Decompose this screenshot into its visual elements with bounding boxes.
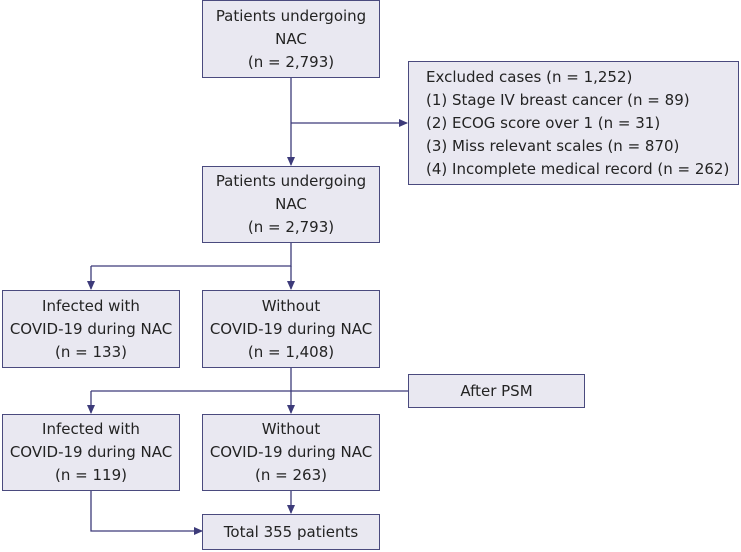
box-text-line: (n = 263) [255,466,327,484]
box-text-line: Without [261,296,321,315]
box-text-line: COVID-19 during NAC [209,319,373,338]
box-after-psm: After PSM [408,374,585,408]
box-text-line: Infected with [42,420,140,438]
box-text-line: Without [261,420,321,438]
box-text-line: (n = 2,793) [247,218,335,236]
box-text-line: (n = 2,793) [247,52,335,71]
box-text-line: Excluded cases (n = 1,252) [426,67,633,86]
box-text-line: (n = 133) [55,342,127,361]
box-infected-after-psm: Infected with COVID-19 during NAC (n = 1… [2,414,180,491]
edge-eligible-split [91,243,292,267]
box-infected-before-psm: Infected with COVID-19 during NAC (n = 1… [2,290,180,368]
box-patients-undergoing-nac: Patients undergoing NAC (n = 2,793) [202,0,380,78]
box-text-line: Infected with [42,296,140,315]
box-text-line: (n = 1,408) [247,342,335,361]
edge-infected-post-to-total [90,491,203,535]
box-text-line: After PSM [460,381,533,400]
box-text-line: Total 355 patients [223,522,359,541]
box-text-line: Patients undergoing [215,172,367,190]
box-text-line: (4) Incomplete medical record (n = 262) [426,159,730,178]
box-without-after-psm: Without COVID-19 during NAC (n = 263) [202,414,380,491]
box-text-line: (1) Stage IV breast cancer (n = 89) [426,90,690,109]
box-without-before-psm: Without COVID-19 during NAC (n = 1,408) [202,290,380,368]
box-text-line: COVID-19 during NAC [209,443,373,461]
box-text-line: Patients undergoing [215,6,367,25]
box-eligible-patients: Patients undergoing NAC (n = 2,793) [202,166,380,243]
box-text-line: COVID-19 during NAC [9,443,173,461]
box-excluded-cases: Excluded cases (n = 1,252) (1) Stage IV … [408,61,739,185]
box-text-line: (3) Miss relevant scales (n = 870) [426,136,680,155]
box-text-line: (2) ECOG score over 1 (n = 31) [426,113,661,132]
box-total-patients: Total 355 patients [202,514,380,550]
box-text-line: NAC [275,29,307,48]
box-text-line: NAC [275,195,307,213]
box-text-line: (n = 119) [55,466,127,484]
box-text-line: COVID-19 during NAC [9,319,173,338]
